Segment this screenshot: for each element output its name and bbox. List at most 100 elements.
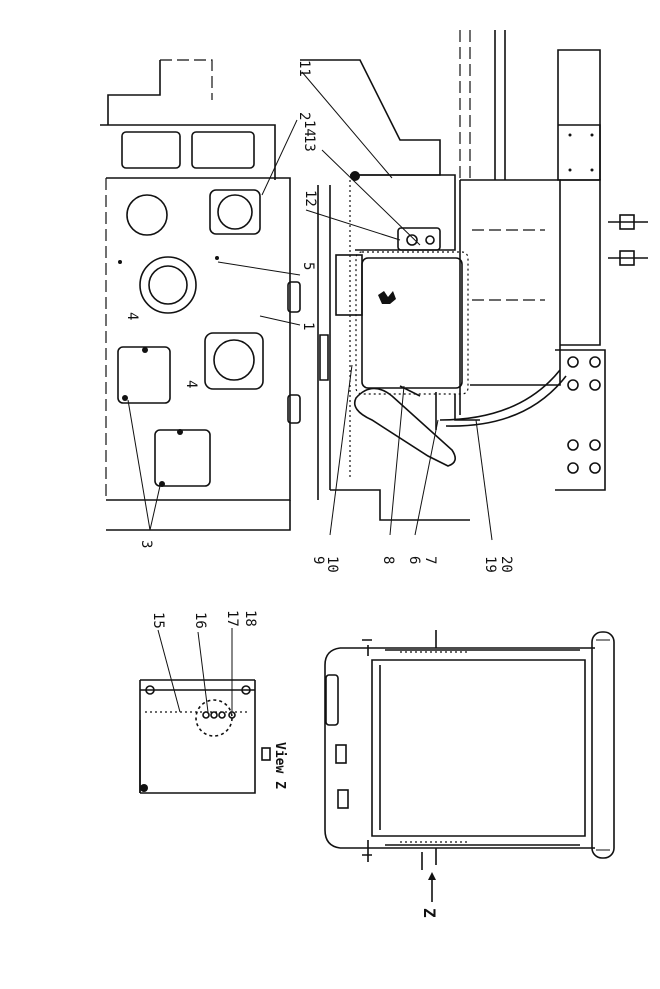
side-fitting [335,744,347,764]
leader-line [329,364,353,536]
port-ring-outer [139,256,197,314]
tank-mark [378,291,396,304]
tank-left-end [324,647,341,849]
tank-weld [400,651,470,843]
hose [439,369,561,421]
callout-10: 10 [324,556,340,573]
chassis-bracket [300,59,441,176]
bolt-hole [567,439,579,451]
bolt-hole [567,356,579,368]
bolt-hole [567,462,579,474]
handle-lower [287,394,301,424]
filter-body [353,387,456,467]
bolt-hole [589,356,601,368]
leader-line [305,209,401,241]
callout-6: 6 [406,556,422,564]
leader-line [414,419,439,536]
bolt-hole [589,439,601,451]
z-arrow-shaft [421,852,433,902]
leader-line [217,261,301,276]
tank-outline-dotted [355,251,469,395]
upper-frame-line [100,124,276,180]
flange-square-bottom [204,332,264,390]
detail-outline [140,680,256,794]
detail-tab [261,747,271,761]
callout-19: 19 [482,556,498,573]
mount-stud-nut [619,250,635,266]
tank-body [361,257,463,389]
bolt [122,395,128,401]
detail-top-rail [140,679,255,691]
port-ring-inner [148,265,188,305]
frame-rail [494,30,506,180]
callout-5: 5 [300,262,316,270]
cover-plate-upper [117,346,171,404]
z-arrow-head [428,872,436,880]
tank-lower-edge [454,394,480,421]
upper-block-edge [107,60,161,125]
valve-port [406,234,418,246]
rail-strip [317,185,331,500]
callout-4b: 4 [183,380,199,388]
side-fitting [337,789,349,809]
leader-line [261,119,298,196]
frame-top-plate-inner [558,124,601,180]
upper-plate-left [121,131,181,169]
handle-upper [287,281,301,313]
frame-side-rail [560,179,601,346]
tank-seam [385,649,580,846]
callout-9: 9 [310,556,326,564]
bolt-hole [589,379,601,391]
leader-line [149,485,161,531]
bolt-hole [589,462,601,474]
bolt [177,429,183,435]
cover-plate-lower [154,429,211,487]
callout-14: 14 [301,120,317,137]
callout-16: 16 [192,612,208,629]
bolt [215,256,219,260]
callout-8: 8 [380,556,396,564]
leader-line [197,631,209,713]
bottom-fitting [362,840,372,862]
frame-rail-hidden [459,30,471,180]
frame-box [460,179,561,386]
bolt [118,260,122,264]
tank-long-edges [340,647,595,849]
frame-top-plate [557,49,601,181]
bolt [159,481,165,487]
cylinder-caps [596,639,610,851]
tank-side-bracket [335,254,363,316]
callout-15: 15 [150,612,166,629]
rivet [568,168,572,172]
detail-bolt [202,711,210,719]
flange-square-top [209,189,261,235]
view-z-label: View Z [272,742,287,789]
callout-4a: 4 [124,312,140,320]
upper-plate-right [191,131,255,169]
flange-circle-top [217,194,253,230]
leader-line [259,315,301,326]
tank-end-cylinder [591,631,615,859]
filter-clamp [399,385,421,397]
bolt-plate [555,349,606,491]
z-arrow-label: Z [420,908,439,918]
upper-block-outline [160,59,213,100]
tank-inner-panel [371,659,586,837]
frame-cross-hidden [472,229,545,301]
flange-circle-bottom [213,339,255,381]
lower-frame-step [330,489,470,521]
callout-2: 2 [296,112,312,120]
bolt-hole [567,379,579,391]
detail-fitting [145,685,155,695]
leader-line [157,629,181,713]
callout-12: 12 [302,190,318,207]
rivet [568,133,572,137]
detail-bolt [218,711,226,719]
detail-corner-bolt [140,784,148,792]
main-panel-base [106,500,291,531]
callout-20: 20 [498,556,514,573]
leader-line [321,149,421,246]
callout-18: 18 [242,610,258,627]
